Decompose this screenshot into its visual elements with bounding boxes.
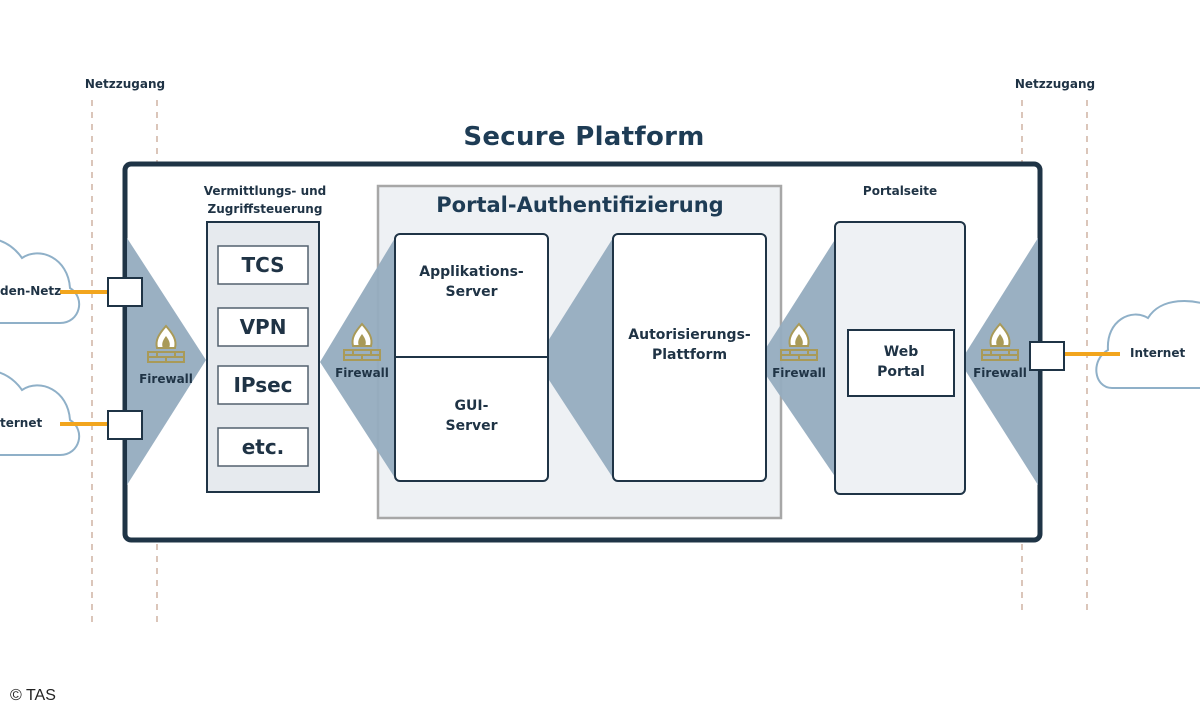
network-access-right-label: Netzzugang [1014, 77, 1096, 91]
gui-server-label-line2: Server [445, 418, 498, 434]
firewall-label-4: Firewall [973, 366, 1027, 380]
portal-auth-heading: Portal-Authentifizierung [436, 193, 724, 217]
cloud-label-left-bottom: ternet [0, 416, 43, 430]
firewall-label-2: Firewall [335, 366, 389, 380]
web-portal-label-line2: Portal [877, 364, 925, 380]
connectors [60, 290, 1120, 426]
port-right [1029, 341, 1065, 371]
authorization-box [612, 233, 767, 482]
cloud-right [1095, 300, 1200, 389]
web-portal-label: Web Portal [848, 342, 954, 382]
cloud-label-right: Internet [1130, 346, 1186, 360]
access-control-heading-line2: Zugriffsteuerung [207, 202, 323, 216]
firewall-label-3: Firewall [772, 366, 826, 380]
access-item-box-ipsec [217, 365, 309, 405]
web-portal-label-line1: Web [883, 344, 919, 360]
network-access-left-label: Netzzugang [84, 77, 166, 91]
authorization-label: Autorisierungs- Plattform [613, 325, 766, 365]
copyright: © TAS [10, 687, 56, 704]
access-item-ipsec: IPsec [233, 373, 293, 397]
access-control-heading-line1: Vermittlungs- und [203, 184, 327, 198]
authorization-label-line1: Autorisierungs- [628, 327, 751, 343]
access-control-heading: Vermittlungs- und Zugriffsteuerung [180, 182, 350, 218]
access-item-box-etc [217, 427, 309, 467]
app-server-label: Applikations- Server [395, 262, 548, 302]
access-item-etc: etc. [241, 435, 285, 459]
app-server-label-line2: Server [445, 284, 498, 300]
authorization-label-line2: Plattform [651, 347, 728, 363]
port-left-top [107, 277, 143, 307]
port-left-bottom [107, 410, 143, 440]
firewall-label-1: Firewall [139, 372, 193, 386]
access-item-tcs: TCS [241, 253, 285, 277]
access-item-vpn: VPN [239, 315, 287, 339]
cloud-label-left-top: den-Netz [0, 284, 62, 298]
access-item-box-tcs [217, 245, 309, 285]
app-server-label-line1: Applikations- [419, 264, 524, 280]
gui-server-label: GUI- Server [395, 396, 548, 436]
gui-server-label-line1: GUI- [454, 398, 489, 414]
cloud-left-bottom [0, 371, 80, 456]
cloud-left-top [0, 239, 80, 324]
page-title: Secure Platform [463, 122, 705, 152]
access-item-box-vpn [217, 307, 309, 347]
portal-page-heading: Portalseite [862, 184, 938, 198]
web-portal-box [847, 329, 955, 397]
